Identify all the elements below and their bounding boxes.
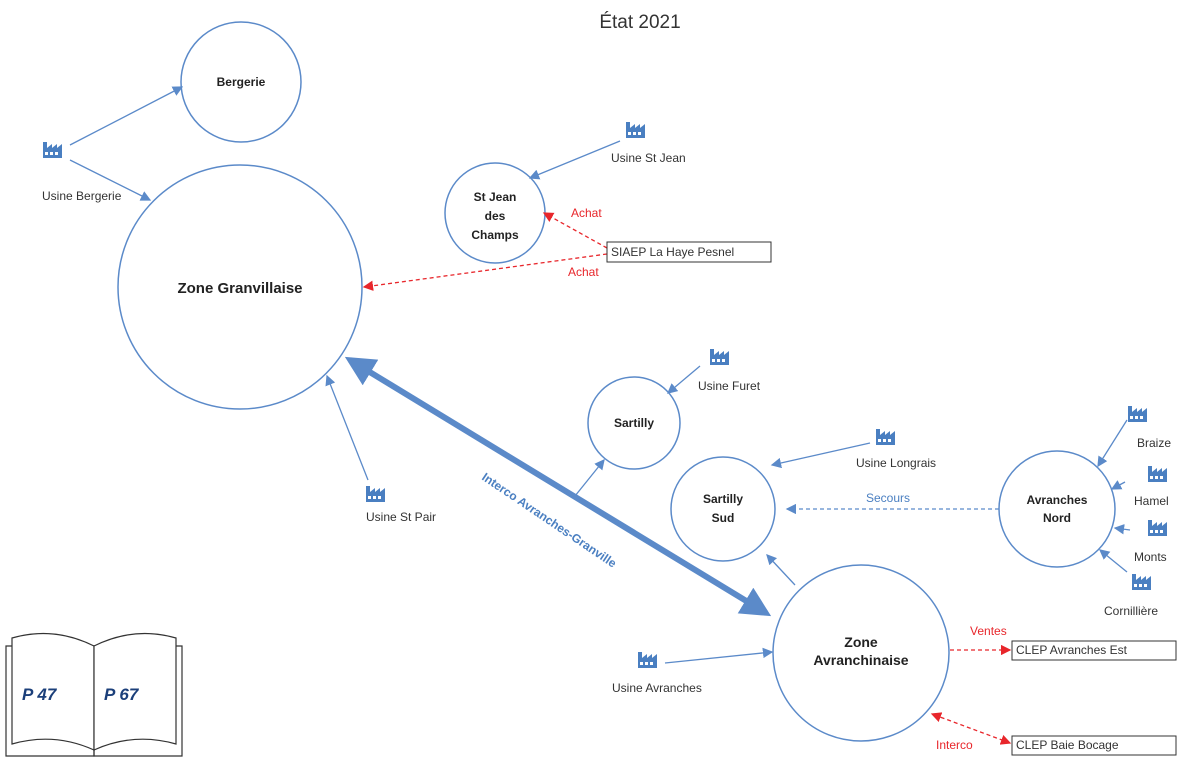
factory-icon — [710, 349, 729, 365]
factory-icon — [366, 486, 385, 502]
label-st-jean-2: des — [485, 209, 506, 223]
node-bergerie — [180, 21, 302, 143]
diagram-title: État 2021 — [599, 12, 681, 33]
edge-usine-bergerie-bergerie — [69, 86, 184, 146]
label-interco: Interco — [936, 738, 973, 752]
edge-hamel — [1110, 480, 1126, 490]
label-secours: Secours — [866, 491, 910, 505]
label-zone-avranchinaise-2: Avranchinaise — [813, 652, 908, 668]
label-hamel: Hamel — [1134, 494, 1169, 508]
box-siaep-label: SIAEP La Haye Pesnel — [611, 245, 734, 259]
factory-icon — [626, 122, 645, 138]
factory-icon — [1128, 406, 1147, 422]
book-right-page: P 67 — [104, 685, 140, 704]
label-sartilly: Sartilly — [614, 416, 654, 430]
book-left-page: P 47 — [22, 685, 58, 704]
label-usine-avranches: Usine Avranches — [612, 681, 702, 695]
label-usine-bergerie: Usine Bergerie — [42, 189, 122, 203]
label-zone-avranchinaise-1: Zone — [844, 634, 878, 650]
label-st-jean-3: Champs — [471, 228, 519, 242]
label-sartilly-sud-1: Sartilly — [703, 492, 743, 506]
label-usine-longrais: Usine Longrais — [856, 456, 936, 470]
edge-usine-st-pair — [325, 374, 369, 481]
edge-sartilly-branch — [574, 458, 605, 497]
edge-avranchinaise-sartilly-sud — [766, 554, 796, 586]
label-achat-2: Achat — [568, 265, 599, 279]
edge-usine-avranches — [664, 647, 774, 664]
box-clep-baie-bocage — [1011, 735, 1177, 756]
edge-braize — [1097, 419, 1128, 468]
box-clep-avranches-est — [1011, 640, 1177, 661]
factory-icon — [876, 429, 895, 445]
edge-monts — [1113, 524, 1131, 535]
label-usine-st-pair: Usine St Pair — [366, 510, 436, 524]
label-zone-granvillaise: Zone Granvillaise — [177, 280, 302, 297]
box-clep-baie-bocage-label: CLEP Baie Bocage — [1016, 738, 1119, 752]
label-avranches-nord-2: Nord — [1043, 511, 1071, 525]
node-sartilly-sud — [670, 456, 776, 562]
label-usine-st-jean: Usine St Jean — [611, 151, 686, 165]
edge-achat-st-jean — [542, 212, 608, 249]
book-icon: P 47 P 67 — [5, 632, 183, 757]
label-avranches-nord-1: Avranches — [1027, 493, 1088, 507]
factory-icon — [638, 652, 657, 668]
edge-usine-furet — [667, 365, 701, 394]
label-monts: Monts — [1134, 550, 1167, 564]
box-clep-avranches-est-label: CLEP Avranches Est — [1016, 643, 1128, 657]
label-st-jean-1: St Jean — [474, 190, 517, 204]
factory-icon — [1148, 520, 1167, 536]
label-ventes: Ventes — [970, 624, 1007, 638]
factory-icon — [1148, 466, 1167, 482]
node-avranches-nord — [998, 450, 1116, 568]
factory-icon — [43, 142, 62, 158]
edge-usine-bergerie-granvillaise — [69, 159, 152, 201]
label-cornilliere: Cornillière — [1104, 604, 1158, 618]
label-interco-avranches-granville: Interco Avranches-Granville — [479, 470, 619, 571]
label-bergerie: Bergerie — [217, 75, 266, 89]
edge-cornilliere — [1098, 549, 1128, 573]
edge-achat-granvillaise — [362, 253, 608, 291]
box-siaep — [606, 241, 772, 263]
edge-usine-longrais — [770, 442, 871, 469]
label-achat-1: Achat — [571, 206, 602, 220]
node-zone-granvillaise — [117, 164, 363, 410]
label-braize: Braize — [1137, 436, 1171, 450]
edge-usine-st-jean — [528, 140, 621, 180]
factory-icon — [1132, 574, 1151, 590]
edge-interco-avranches-granville — [344, 356, 772, 617]
label-sartilly-sud-2: Sud — [712, 511, 735, 525]
label-usine-furet: Usine Furet — [698, 379, 761, 393]
